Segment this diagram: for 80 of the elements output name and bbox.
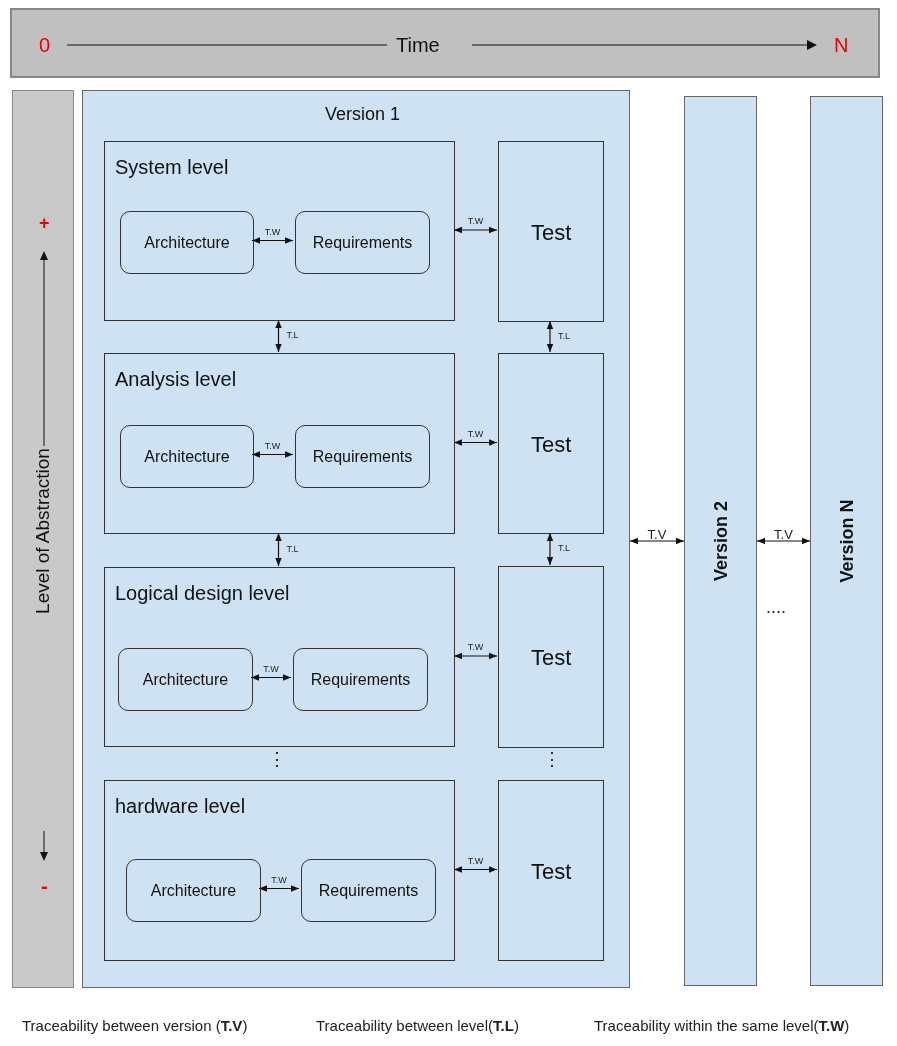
ellipsis-mark: ⋮ [543, 750, 561, 768]
edge-label: T.L [286, 330, 299, 340]
double-arrow [546, 532, 554, 566]
double-arrow [453, 866, 498, 873]
test-label: Test [531, 645, 572, 671]
time-start-label: 0 [39, 34, 51, 57]
level-box [104, 780, 455, 961]
ellipsis-mark: ⋮ [268, 750, 286, 768]
test-box [498, 780, 604, 961]
time-end-label: N [834, 34, 849, 57]
edge-label: T.W [264, 226, 281, 237]
rounded-box [295, 425, 430, 488]
rounded-box [293, 648, 428, 711]
item-label: Architecture [144, 233, 230, 252]
level-title: Logical design level [115, 582, 290, 605]
legend-note: Traceability within the same level(T.W) [594, 1018, 850, 1033]
level-title: System level [115, 156, 229, 179]
level-title: Analysis level [115, 368, 237, 391]
rounded-box [120, 211, 254, 274]
double-arrow [629, 537, 685, 545]
version-column [684, 96, 757, 986]
version-column [810, 96, 883, 986]
item-label: Architecture [144, 447, 230, 466]
test-label: Test [531, 432, 572, 458]
double-arrow [275, 532, 282, 567]
ellipsis-mark: .... [766, 598, 786, 616]
abstraction-low-label: - [41, 875, 48, 898]
edge-label: T.V [774, 527, 793, 542]
rounded-box [120, 425, 254, 488]
double-arrow [251, 237, 294, 244]
version-title: Version 2 [710, 501, 731, 581]
level-box [104, 141, 455, 321]
double-arrow [756, 537, 811, 545]
rounded-box [301, 859, 436, 922]
abstraction-high-label: + [39, 213, 50, 234]
test-box [498, 141, 604, 322]
rounded-box [126, 859, 261, 922]
edge-label: T.L [286, 543, 299, 554]
double-arrow [453, 652, 498, 660]
item-label: Requirements [318, 881, 419, 900]
version-panel [82, 90, 630, 988]
legend-note: Traceability between version (T.V) [22, 1018, 248, 1033]
version-title: Version N [836, 499, 857, 583]
double-arrow [453, 226, 498, 234]
test-box [498, 566, 604, 748]
item-label: Architecture [142, 670, 229, 689]
edge-label: T.W [467, 216, 484, 226]
rounded-box [295, 211, 430, 274]
edge-label: T.W [467, 428, 484, 439]
item-label: Requirements [312, 447, 413, 466]
double-arrow [250, 674, 292, 681]
edge-label: T.L [558, 330, 570, 341]
edge-label: T.W [467, 855, 484, 866]
test-label: Test [531, 859, 572, 885]
legend-note: Traceability between level(T.L) [316, 1018, 519, 1033]
version-title: Version 1 [325, 104, 401, 125]
double-arrow [453, 439, 498, 446]
double-arrow [258, 885, 300, 892]
edge-label: T.W [264, 440, 281, 451]
time-bar [10, 8, 880, 78]
rounded-box [118, 648, 253, 711]
edge-label: T.W [467, 642, 484, 652]
edge-label: T.V [647, 527, 667, 542]
edge-label: T.L [558, 543, 570, 553]
level-title: hardware level [115, 795, 246, 818]
double-arrow [275, 319, 282, 353]
test-label: Test [531, 220, 572, 246]
item-label: Requirements [310, 670, 411, 689]
level-box [104, 567, 455, 747]
item-label: Requirements [312, 233, 413, 252]
double-arrow [546, 320, 554, 353]
edge-label: T.W [271, 874, 287, 885]
test-box [498, 353, 604, 534]
abstraction-bar [12, 90, 74, 988]
double-arrow [251, 451, 294, 458]
axis-title: Time [396, 34, 440, 57]
edge-label: T.W [263, 663, 279, 674]
level-box [104, 353, 455, 534]
axis-title: Level of Abstraction [32, 448, 54, 614]
item-label: Architecture [150, 881, 237, 900]
